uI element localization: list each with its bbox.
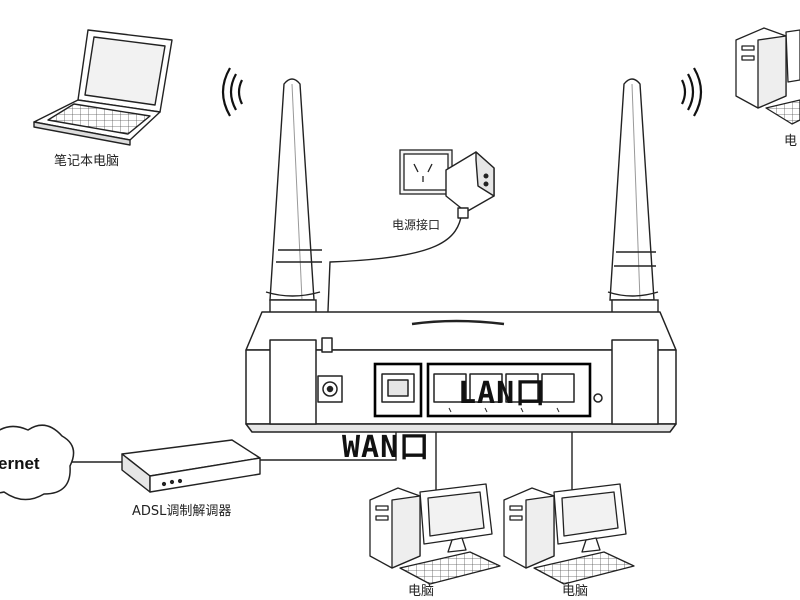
desktop-pc-right-icon <box>503 483 635 585</box>
internet-cloud-icon <box>0 424 75 501</box>
wifi-signal-left-icon <box>221 67 243 117</box>
wan-port-highlight <box>373 362 423 418</box>
power-adapter-icon <box>445 151 495 219</box>
wan-port-label: WAN口 <box>342 430 431 465</box>
laptop-icon <box>33 29 173 146</box>
wifi-signal-right-icon <box>681 67 703 117</box>
pc-top-right-label: 电 <box>784 134 798 149</box>
adsl-modem-label: ADSL调制解调器 <box>132 504 232 519</box>
pc-left-label: 电脑 <box>408 584 435 599</box>
pc-right-label: 电脑 <box>562 584 589 599</box>
internet-label: ernet <box>0 454 40 473</box>
lan-port-label: LAN口 <box>458 376 547 411</box>
lan-port-highlight <box>426 362 592 418</box>
router-body <box>245 311 677 433</box>
power-outlet-icon <box>399 149 453 195</box>
power-cable <box>326 211 463 336</box>
desktop-pc-left-icon <box>369 483 501 585</box>
desktop-pc-top-right-icon <box>735 27 800 125</box>
power-port-label: 电源接口 <box>392 218 441 232</box>
laptop-label: 笔记本电脑 <box>54 154 120 169</box>
adsl-modem-icon <box>121 439 261 493</box>
